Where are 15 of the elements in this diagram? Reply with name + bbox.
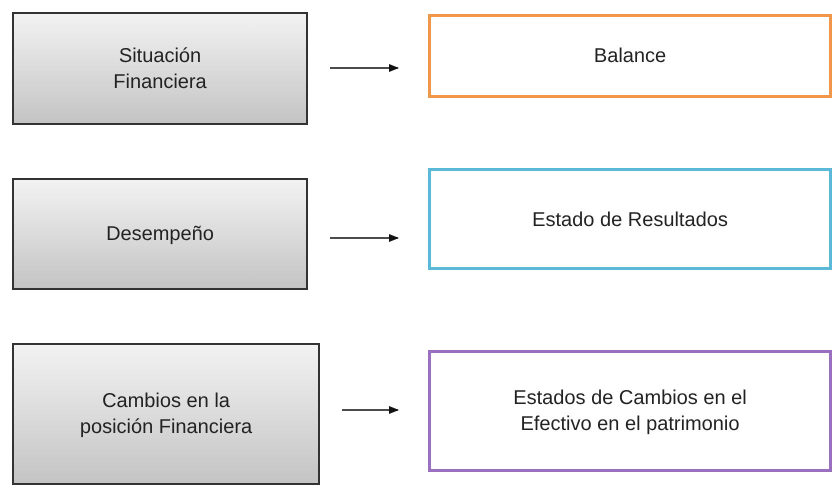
process-box bbox=[428, 350, 832, 472]
arrow bbox=[330, 234, 399, 242]
box-label: Desempeño bbox=[106, 222, 214, 247]
box-label: Estados de Cambios en el Efectivo en el patrimonio bbox=[512, 386, 748, 437]
process-box bbox=[12, 343, 320, 485]
process-box bbox=[12, 12, 308, 125]
box-label: Balance bbox=[594, 44, 666, 69]
box-label: Cambios en la posición Financiera bbox=[78, 389, 254, 440]
process-box bbox=[428, 14, 832, 98]
process-box bbox=[428, 168, 832, 270]
arrow bbox=[342, 406, 399, 414]
box-label: Situación Financiera bbox=[112, 44, 208, 94]
box-label: Estado de Resultados bbox=[532, 208, 728, 233]
arrow bbox=[330, 64, 399, 72]
process-box bbox=[12, 178, 308, 290]
